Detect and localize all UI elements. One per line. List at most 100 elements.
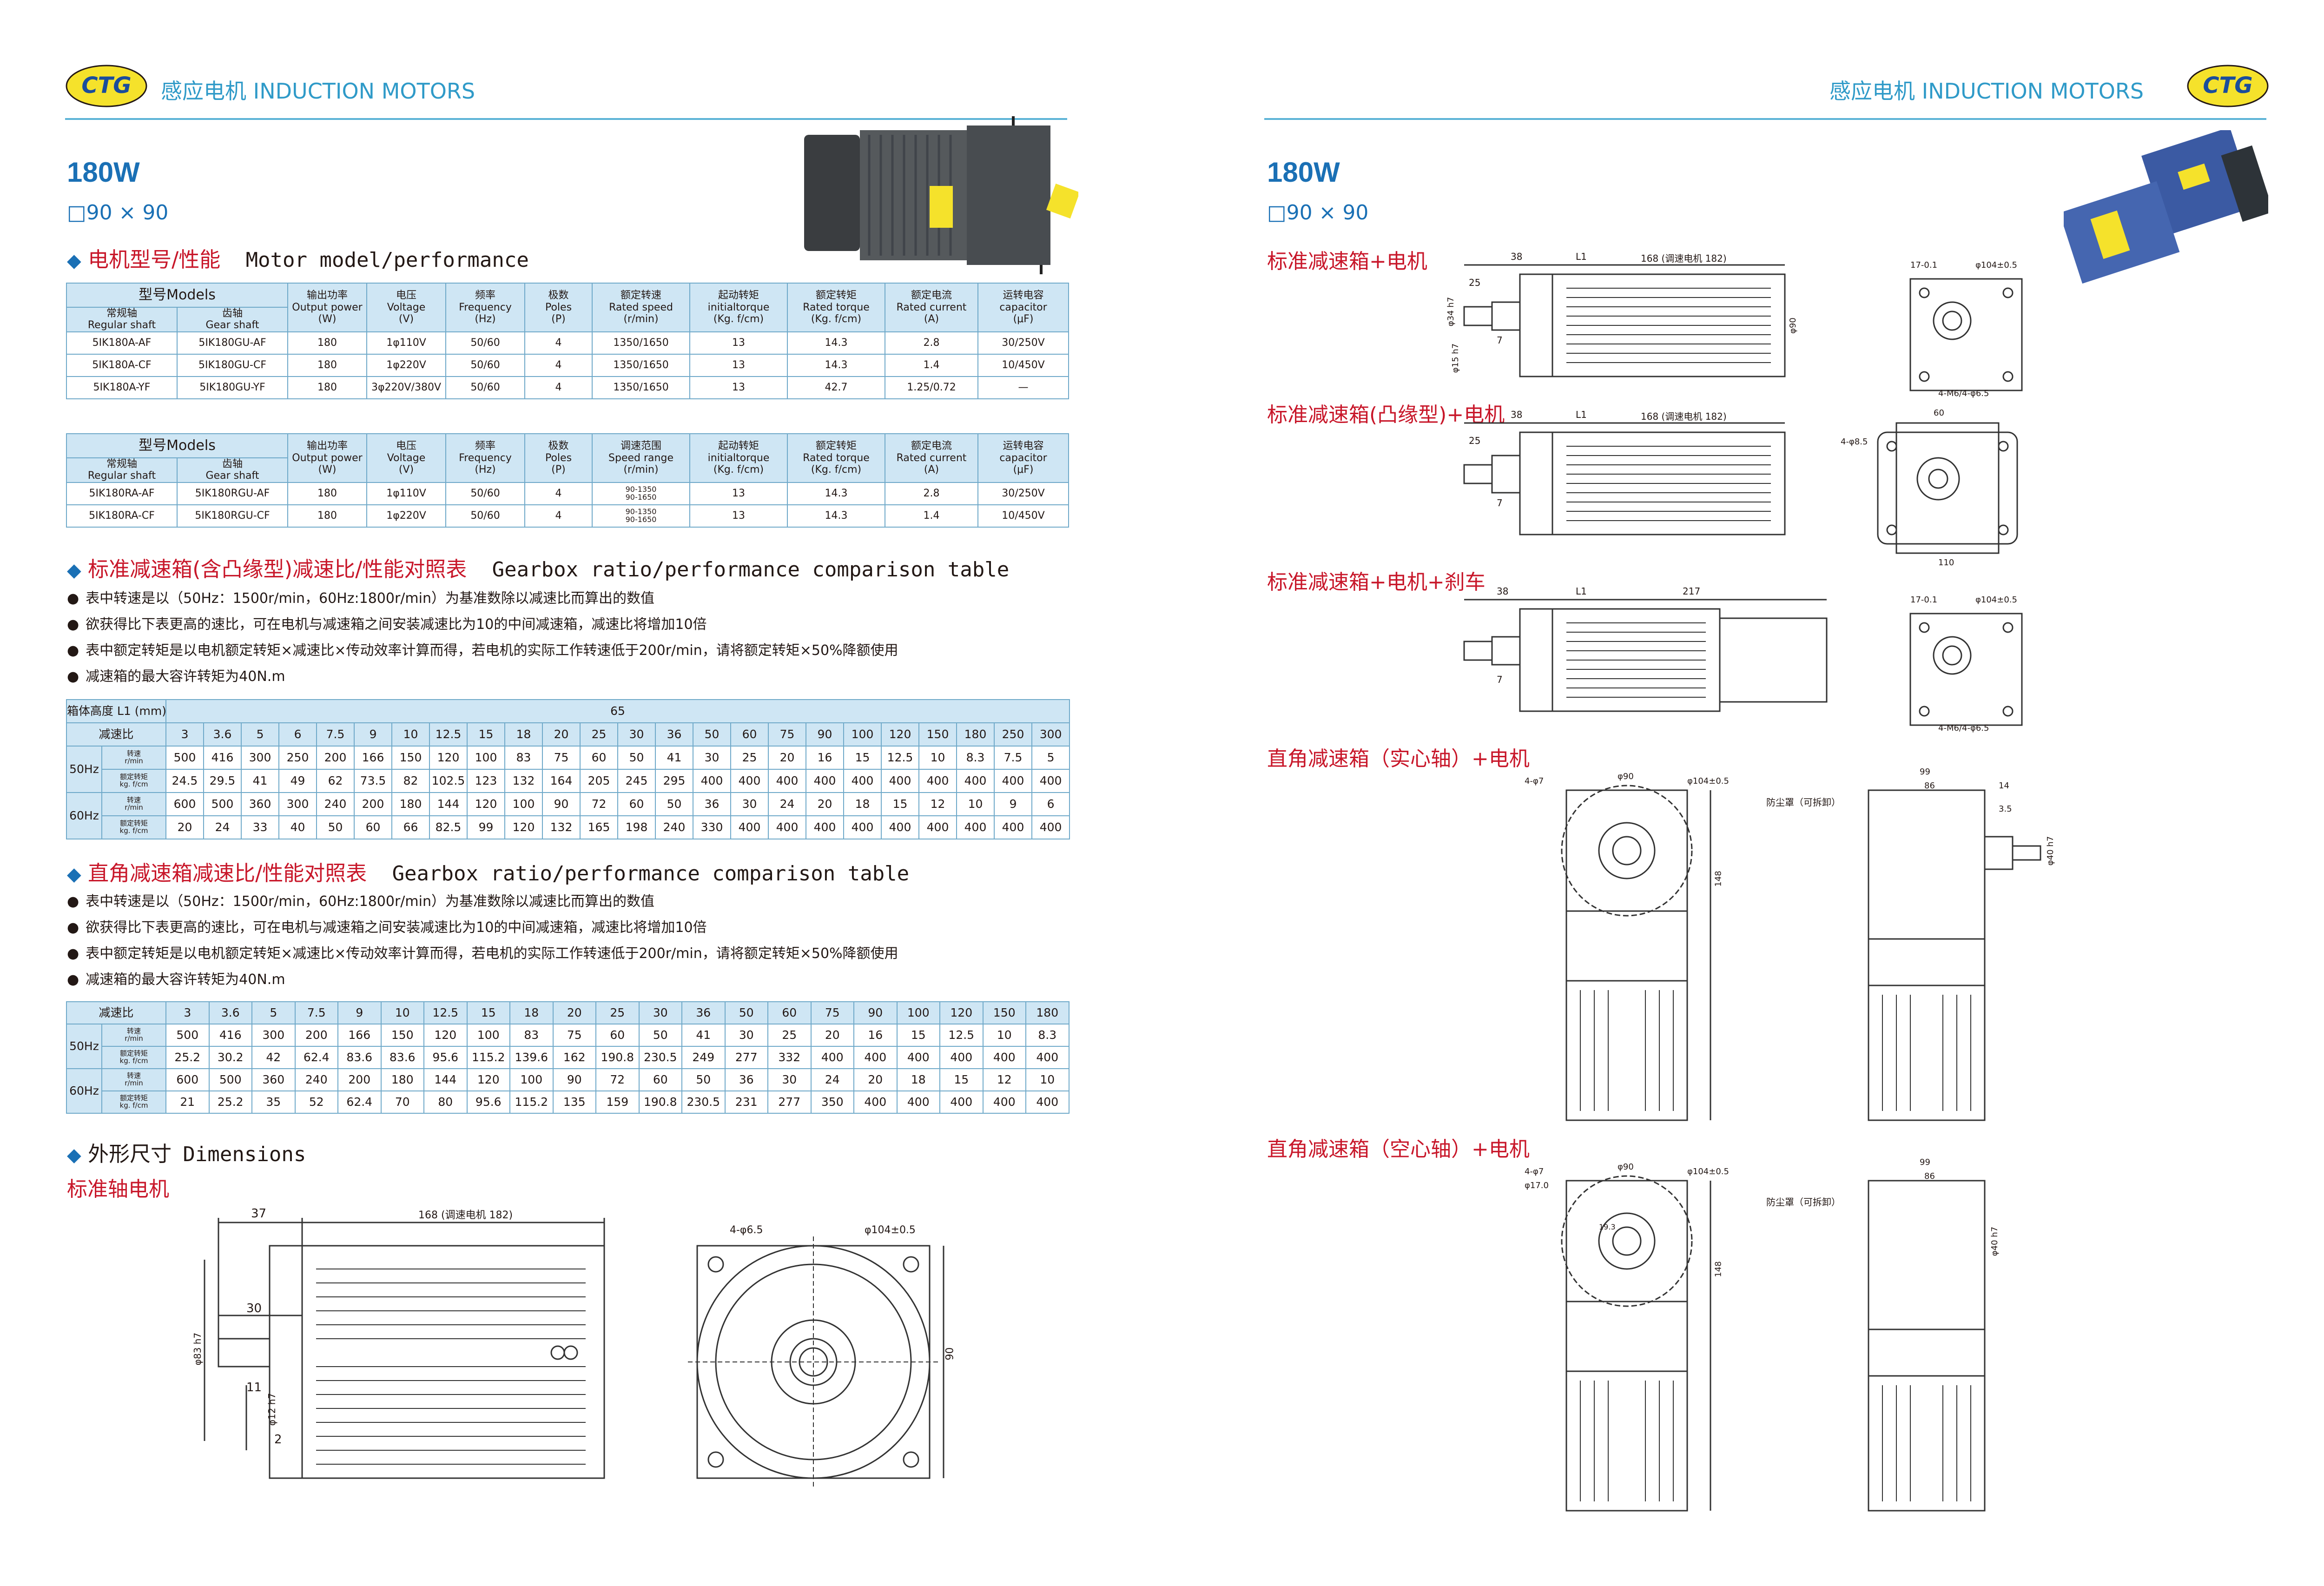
speed-value: 600 (165, 1068, 210, 1091)
section-zh: 直角减速箱减速比/性能对照表 (88, 861, 367, 886)
speed-value: 10 (956, 792, 995, 816)
torque-value: 400 (768, 769, 807, 793)
ratio-value: 50 (693, 722, 732, 747)
table-cell: — (977, 376, 1070, 399)
drawing-brake-motor-side: 38 L1 217 7 (1441, 586, 1850, 725)
dim-104: φ104±0.5 (1687, 776, 1729, 786)
dim-17-bore: φ17.0 (1525, 1181, 1549, 1190)
dim-90: φ90 (1788, 317, 1798, 334)
speed-value: 83 (509, 1024, 554, 1047)
ratio-value: 30 (638, 1001, 683, 1024)
speed-value: 36 (724, 1068, 769, 1091)
dim-19: 19.3 (1599, 1223, 1616, 1231)
dim-104: φ104±0.5 (1687, 1167, 1729, 1176)
brand-logo-right: CTG (2186, 64, 2269, 108)
ratio-value: 300 (1031, 722, 1070, 747)
torque-value: 40 (278, 815, 317, 839)
torque-value: 132 (542, 815, 581, 839)
ratio-value: 12.5 (423, 1001, 468, 1024)
speed-value: 24 (768, 792, 807, 816)
torque-value: 400 (918, 769, 957, 793)
speed-value: 200 (354, 792, 393, 816)
speed-value: 100 (467, 746, 506, 770)
torque-value: 277 (724, 1046, 769, 1069)
torque-value: 190.8 (595, 1046, 640, 1069)
torque-value: 205 (580, 769, 619, 793)
dim-7: 7 (1497, 335, 1503, 346)
section-motor-model: ◆ 电机型号/性能 Motor model/performance (67, 243, 529, 273)
table-cell: 50/60 (445, 504, 526, 528)
speed-value: 20 (768, 746, 807, 770)
dim-4-holes: 4-φ7 (1525, 776, 1544, 786)
diamond-icon: ◆ (67, 250, 81, 271)
ratio-value: 7.5 (316, 722, 355, 747)
dim-60: 60 (1934, 408, 1944, 418)
speed-value: 250 (278, 746, 317, 770)
right-frame-size: □90 × 90 (1267, 201, 1369, 225)
torque-value: 115.2 (466, 1046, 511, 1069)
models-header: 型号Models (66, 283, 289, 308)
note-2: 欲获得比下表更高的速比，可在电机与减速箱之间安装减速比为10的中间减速箱，减速比… (67, 613, 706, 633)
table-cell: 5IK180A-AF (66, 331, 178, 355)
dim-40: φ40 h7 (2046, 836, 2056, 866)
speed-value: 12 (918, 792, 957, 816)
torque-value: 400 (918, 815, 957, 839)
header-title-left: 感应电机 INDUCTION MOTORS (161, 79, 475, 104)
dim-90: 90 (944, 1347, 956, 1361)
speed-value: 150 (380, 1024, 425, 1047)
torque-value: 231 (724, 1090, 769, 1114)
table-cell: 14.3 (787, 504, 886, 528)
speed-value: 100 (504, 792, 543, 816)
torque-value: 400 (1031, 769, 1070, 793)
dim-17: 17-0.1 (1910, 595, 1938, 605)
speed-value: 20 (853, 1068, 898, 1091)
note-1: 表中转速是以（50Hz：1500r/min，60Hz:1800r/min）为基准… (67, 890, 654, 910)
torque-value: 123 (467, 769, 506, 793)
dim-2: 2 (274, 1433, 282, 1447)
torque-value: 164 (542, 769, 581, 793)
dim-4-holes: 4-φ7 (1525, 1167, 1544, 1176)
ratio-value: 60 (767, 1001, 812, 1024)
torque-value: 70 (380, 1090, 425, 1114)
diamond-icon: ◆ (67, 864, 81, 885)
speed-value: 300 (251, 1024, 296, 1047)
torque-value: 400 (994, 769, 1033, 793)
speed-value: 100 (509, 1068, 554, 1091)
section-right-angle-hollow: 直角减速箱（空心轴）+电机 (1267, 1137, 1530, 1161)
table-cell: 14.3 (787, 353, 886, 377)
header-title-right: 感应电机 INDUCTION MOTORS (1829, 79, 2144, 104)
speed-value: 200 (316, 746, 355, 770)
torque-value: 400 (994, 815, 1033, 839)
dim-86: 86 (1924, 781, 1935, 791)
dim-30: 30 (246, 1302, 262, 1315)
dim-17: 17-0.1 (1910, 260, 1938, 270)
speed-value: 200 (337, 1068, 382, 1091)
speed-value: 90 (552, 1068, 597, 1091)
box-height-value: 65 (165, 699, 1070, 723)
table-cell: 4 (524, 353, 593, 377)
ratio-value: 10 (380, 1001, 425, 1024)
speed-value: 72 (595, 1068, 640, 1091)
torque-value: 139.6 (509, 1046, 554, 1069)
speed-value: 30 (724, 1024, 769, 1047)
speed-value: 144 (423, 1068, 468, 1091)
table-cell: 1350/1650 (592, 353, 691, 377)
torque-value: 400 (881, 769, 920, 793)
brand-text: CTG (81, 73, 131, 99)
torque-value: 400 (1025, 1046, 1070, 1069)
ratio-label: 减速比 (66, 1001, 167, 1024)
